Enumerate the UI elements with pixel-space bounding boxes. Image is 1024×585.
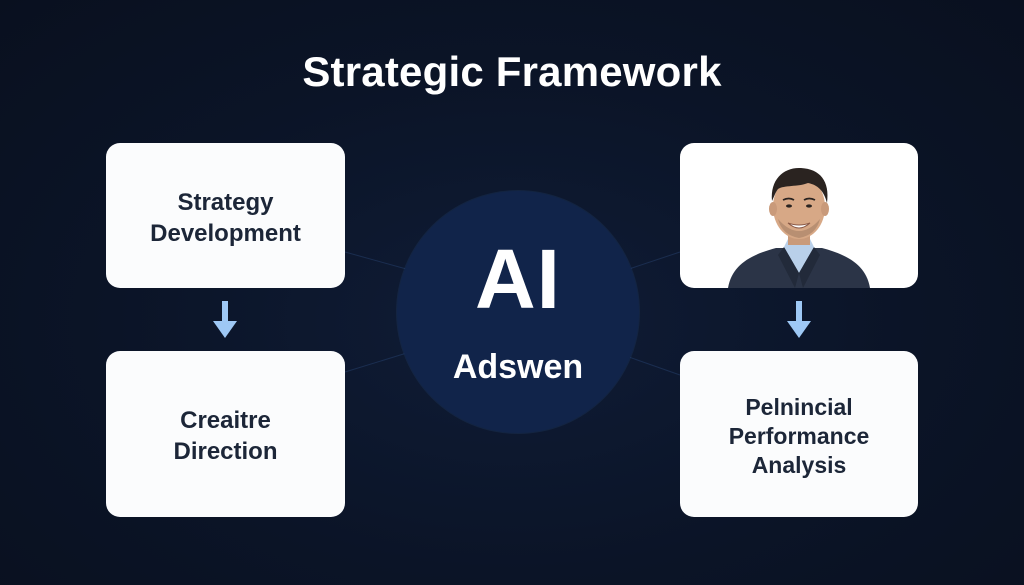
arrow-down-icon bbox=[213, 301, 237, 338]
card-label-line: Creaitre bbox=[180, 407, 271, 434]
card-label: Strategy Development bbox=[150, 183, 301, 249]
card-label: Creaitre Direction bbox=[173, 401, 277, 467]
hub-main-label: AI bbox=[475, 232, 561, 326]
card-label-line: Development bbox=[150, 219, 301, 247]
card-label: Pelnincial Performance Analysis bbox=[729, 389, 870, 480]
arrow-down-icon bbox=[787, 301, 811, 338]
card-strategy-development: Strategy Development bbox=[106, 143, 345, 288]
person-portrait-image bbox=[728, 167, 870, 288]
card-label-line: Direction bbox=[173, 438, 278, 465]
card-performance-analysis: Pelnincial Performance Analysis bbox=[680, 351, 918, 517]
card-label-line: Performance bbox=[728, 422, 870, 449]
card-label-line: Strategy bbox=[177, 188, 274, 216]
card-portrait-photo bbox=[680, 143, 918, 288]
hub-sub-label: Adswen bbox=[452, 348, 584, 386]
card-label-line: Analysis bbox=[751, 451, 847, 478]
ai-hub-circle: AI Adswen bbox=[397, 191, 639, 433]
page-title: Strategic Framework bbox=[302, 48, 722, 95]
card-creative-direction: Creaitre Direction bbox=[106, 351, 345, 517]
card-label-line: Pelnincial bbox=[745, 393, 853, 420]
